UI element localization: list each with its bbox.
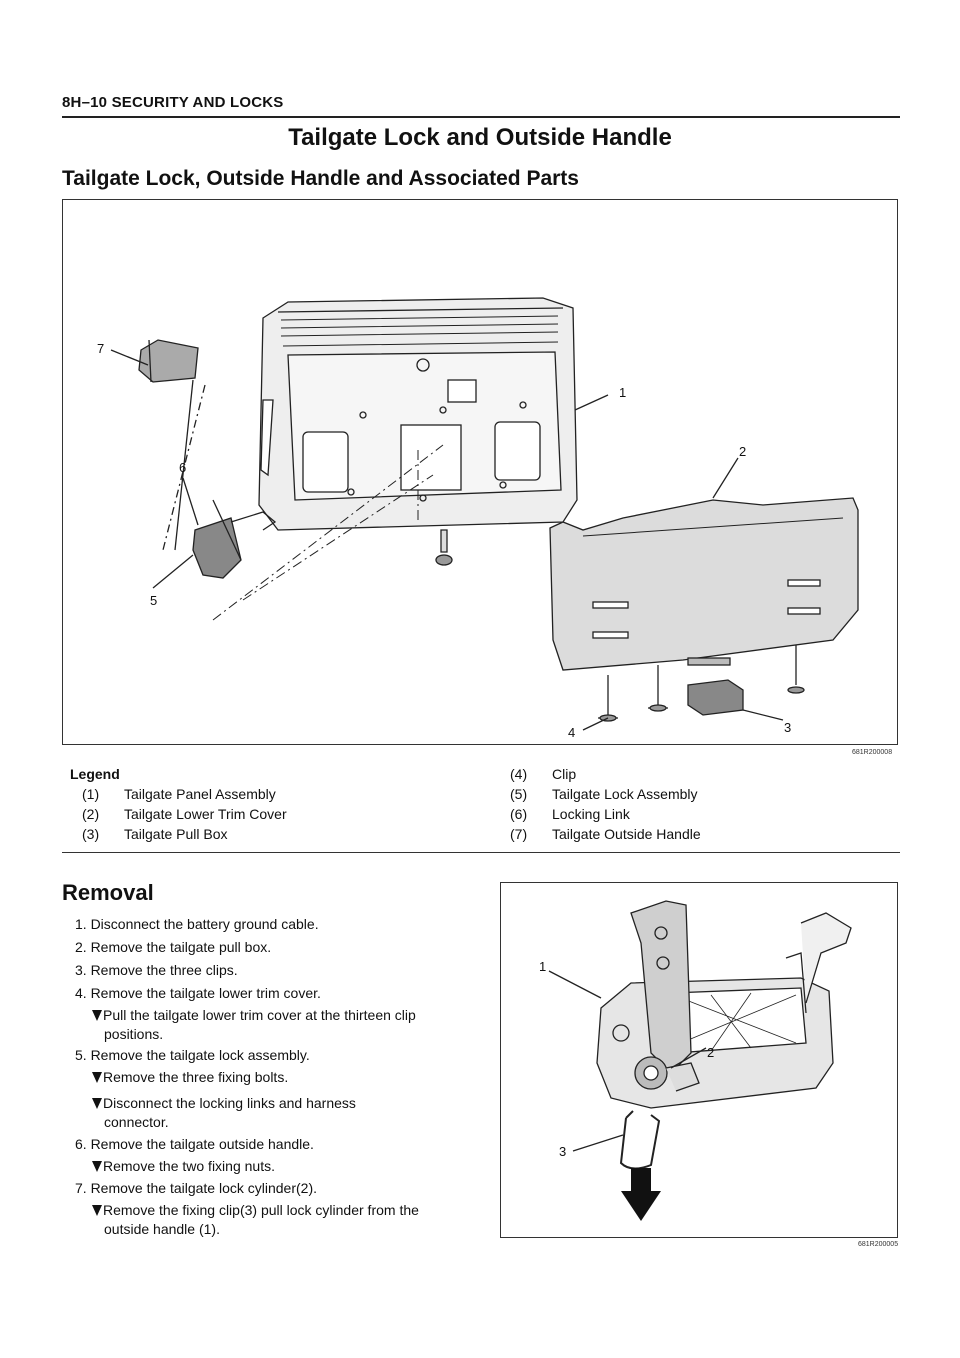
- bullet-icon: [92, 1205, 102, 1216]
- step-5-substep: Disconnect the locking links and harness: [92, 1094, 462, 1113]
- page-subtitle: Tailgate Lock, Outside Handle and Associ…: [62, 167, 579, 190]
- legend-title: Legend: [70, 766, 120, 782]
- handle-detail-drawing: 1 2 3: [539, 900, 852, 1221]
- tailgate-exploded-drawing: 1 2 3 4 5 6 7: [97, 297, 859, 740]
- step-1: 1. Disconnect the battery ground cable.: [75, 916, 319, 932]
- callout-2: 2: [707, 1045, 714, 1060]
- step-7-substep: Remove the fixing clip(3) pull lock cyli…: [92, 1201, 419, 1220]
- step-2: 2. Remove the tailgate pull box.: [75, 939, 272, 955]
- legend-item: (2)Tailgate Lower Trim Cover: [82, 806, 287, 822]
- step-7: 7. Remove the tailgate lock cylinder(2).: [75, 1180, 317, 1196]
- figure-code: 681R200008: [852, 749, 893, 756]
- step-4: 4. Remove the tailgate lower trim cover.: [75, 985, 321, 1001]
- removal-heading: Removal: [62, 880, 154, 905]
- step-4-substep-cont: positions.: [104, 1026, 164, 1042]
- bullet-icon: [92, 1161, 102, 1172]
- step-5-substep: Remove the three fixing bolts.: [92, 1068, 288, 1087]
- step-6: 6. Remove the tailgate outside handle.: [75, 1136, 314, 1152]
- callout-1: 1: [539, 959, 546, 974]
- callout-2: 2: [739, 444, 746, 459]
- callout-4: 4: [568, 725, 575, 740]
- page-title: Tailgate Lock and Outside Handle: [288, 124, 672, 151]
- legend-item: (4)Clip: [510, 766, 577, 782]
- step-3: 3. Remove the three clips.: [75, 962, 238, 978]
- bullet-icon: [92, 1010, 102, 1021]
- step-5-substep-cont: connector.: [104, 1114, 169, 1130]
- bullet-icon: [92, 1072, 102, 1083]
- callout-5: 5: [150, 593, 157, 608]
- legend-item: (1)Tailgate Panel Assembly: [82, 786, 276, 802]
- step-4-substep: Pull the tailgate lower trim cover at th…: [92, 1006, 416, 1025]
- callout-1: 1: [619, 385, 626, 400]
- figure-code: 681R200005: [858, 1241, 899, 1248]
- callout-7: 7: [97, 341, 104, 356]
- legend-item: (5)Tailgate Lock Assembly: [510, 786, 698, 802]
- header-rule: [62, 116, 900, 118]
- section-header: 8H–10 SECURITY AND LOCKS: [62, 94, 284, 111]
- legend-item: (3)Tailgate Pull Box: [82, 826, 228, 842]
- step-5: 5. Remove the tailgate lock assembly.: [75, 1047, 310, 1063]
- callout-6: 6: [179, 460, 186, 475]
- step-7-substep-cont: outside handle (1).: [104, 1221, 220, 1237]
- legend-item: (6)Locking Link: [510, 806, 630, 822]
- section-divider: [62, 852, 900, 853]
- exploded-view-figure: 1 2 3 4 5 6 7: [62, 199, 898, 745]
- step-6-substep: Remove the two fixing nuts.: [92, 1157, 275, 1176]
- callout-3: 3: [559, 1144, 566, 1159]
- handle-detail-figure: 1 2 3: [500, 882, 898, 1238]
- callout-3: 3: [784, 720, 791, 735]
- bullet-icon: [92, 1098, 102, 1109]
- legend-item: (7)Tailgate Outside Handle: [510, 826, 701, 842]
